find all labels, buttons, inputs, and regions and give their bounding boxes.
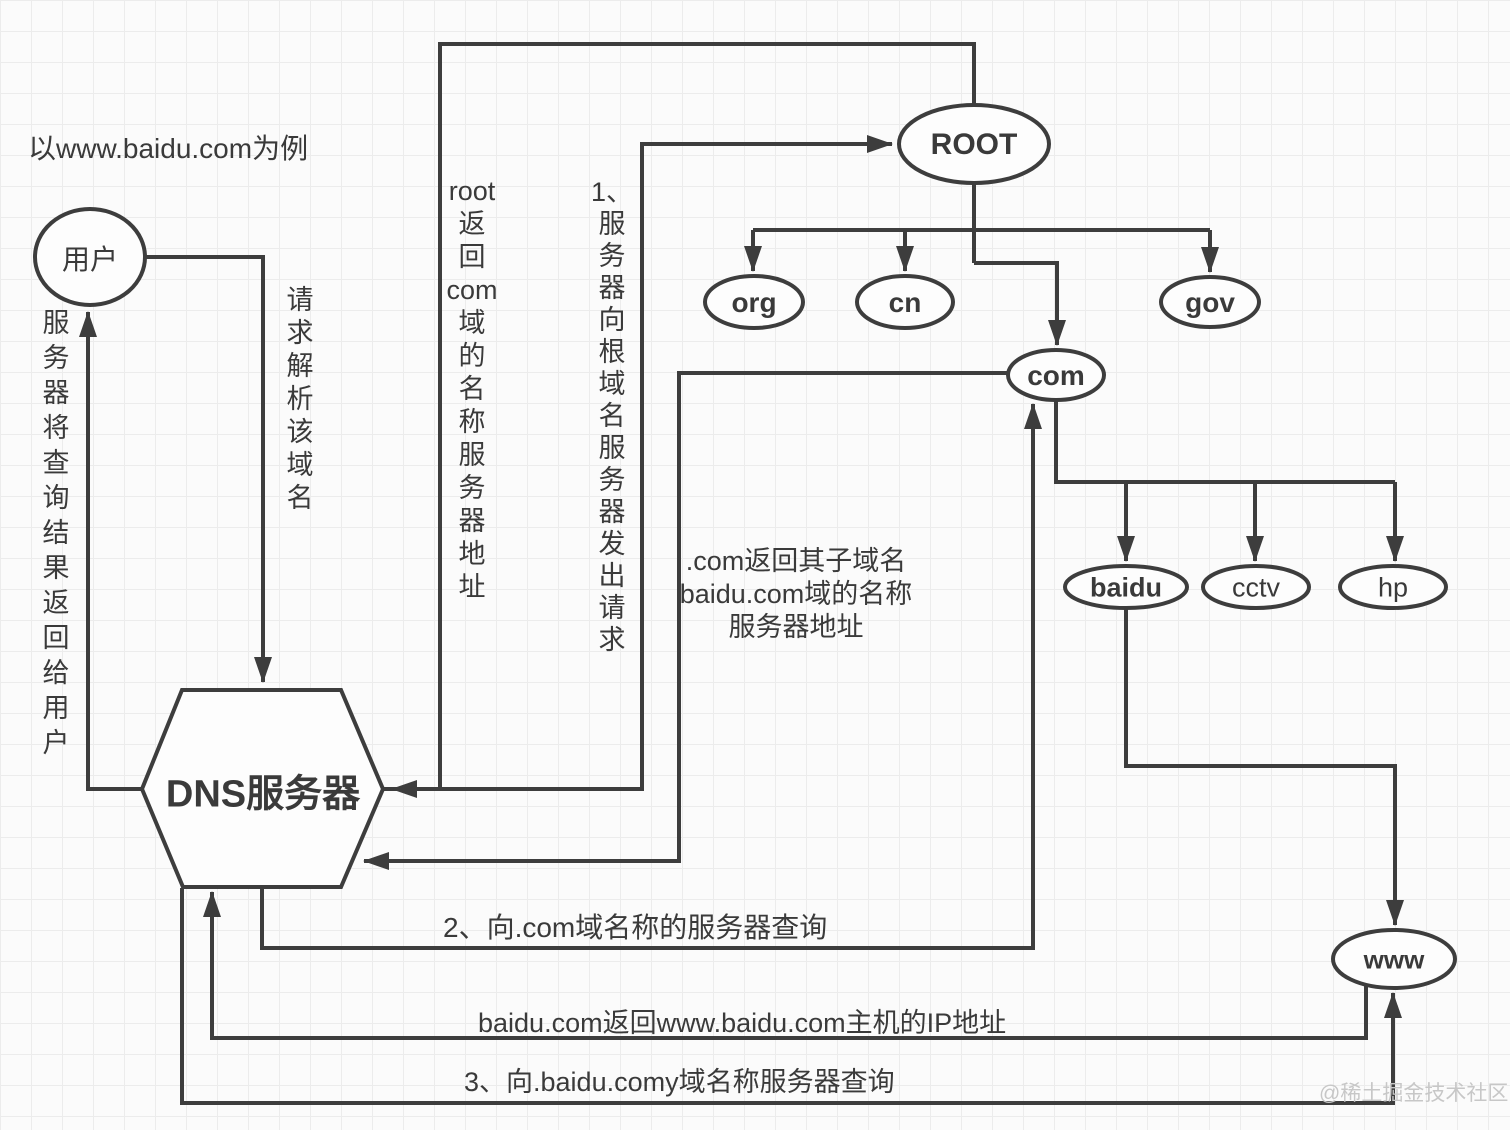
node-baidu-shape <box>1063 564 1189 610</box>
edge-user-request-dns <box>145 255 272 683</box>
node-root-shape <box>897 103 1051 185</box>
edge-com-return-dns <box>363 371 1008 870</box>
node-cctv-label: cctv <box>1231 572 1281 603</box>
edge-label-return-to-user: 服务器将查询结果返回给用户 <box>42 308 70 758</box>
tree-com-stem <box>1054 400 1395 484</box>
node-user-shape <box>33 207 147 307</box>
edge-label-query-com: 2、向.com域名称的服务器查询 <box>443 912 828 943</box>
node-cn-shape <box>855 274 955 330</box>
node-gov-label: gov <box>1185 287 1235 318</box>
node-cctv-shape <box>1201 564 1311 610</box>
node-hp-label: hp <box>1377 572 1409 603</box>
node-gov-shape <box>1159 275 1261 329</box>
edge-www-return-dns <box>203 891 1368 1040</box>
node-baidu-label: baidu <box>1090 572 1162 603</box>
edge-label-ip-return: baidu.com返回www.baidu.com主机的IP地址 <box>478 1008 1007 1038</box>
node-org-label: org <box>731 287 777 318</box>
node-www-label: www <box>1363 944 1425 975</box>
edge-dns-return-user <box>79 311 142 791</box>
node-hp-shape <box>1338 564 1448 610</box>
node-dns-shape <box>139 688 386 889</box>
diagram-title: 以www.baidu.com为例 <box>28 133 309 164</box>
edge-baidu-to-www <box>1124 607 1404 926</box>
node-dns-label: DNS服务器 <box>165 773 361 816</box>
edge-label-query-baidu: 3、向.baidu.comy域名称服务器查询 <box>464 1067 895 1097</box>
node-com-label: com <box>1027 360 1085 391</box>
node-user-label: 用户 <box>61 244 119 275</box>
node-cn-label: cn <box>888 287 922 318</box>
node-www-shape <box>1331 928 1457 990</box>
node-root-label: ROOT <box>930 128 1018 161</box>
edge-label-request-resolve: 请求解析该域名 <box>286 285 314 513</box>
edge-dns-query-www <box>180 888 1402 1105</box>
edge-dns-query-root <box>383 135 893 791</box>
node-org-shape <box>703 274 805 330</box>
edge-root-return-dns <box>391 42 976 798</box>
edge-dns-query-com <box>260 403 1042 950</box>
node-com-shape <box>1006 348 1106 402</box>
edge-label-query-root: 1、服务器向根域名服务器发出请求 <box>590 177 634 655</box>
watermark: @稀土掘金技术社区 <box>1319 1082 1509 1105</box>
tree-branch-com <box>974 261 1066 346</box>
